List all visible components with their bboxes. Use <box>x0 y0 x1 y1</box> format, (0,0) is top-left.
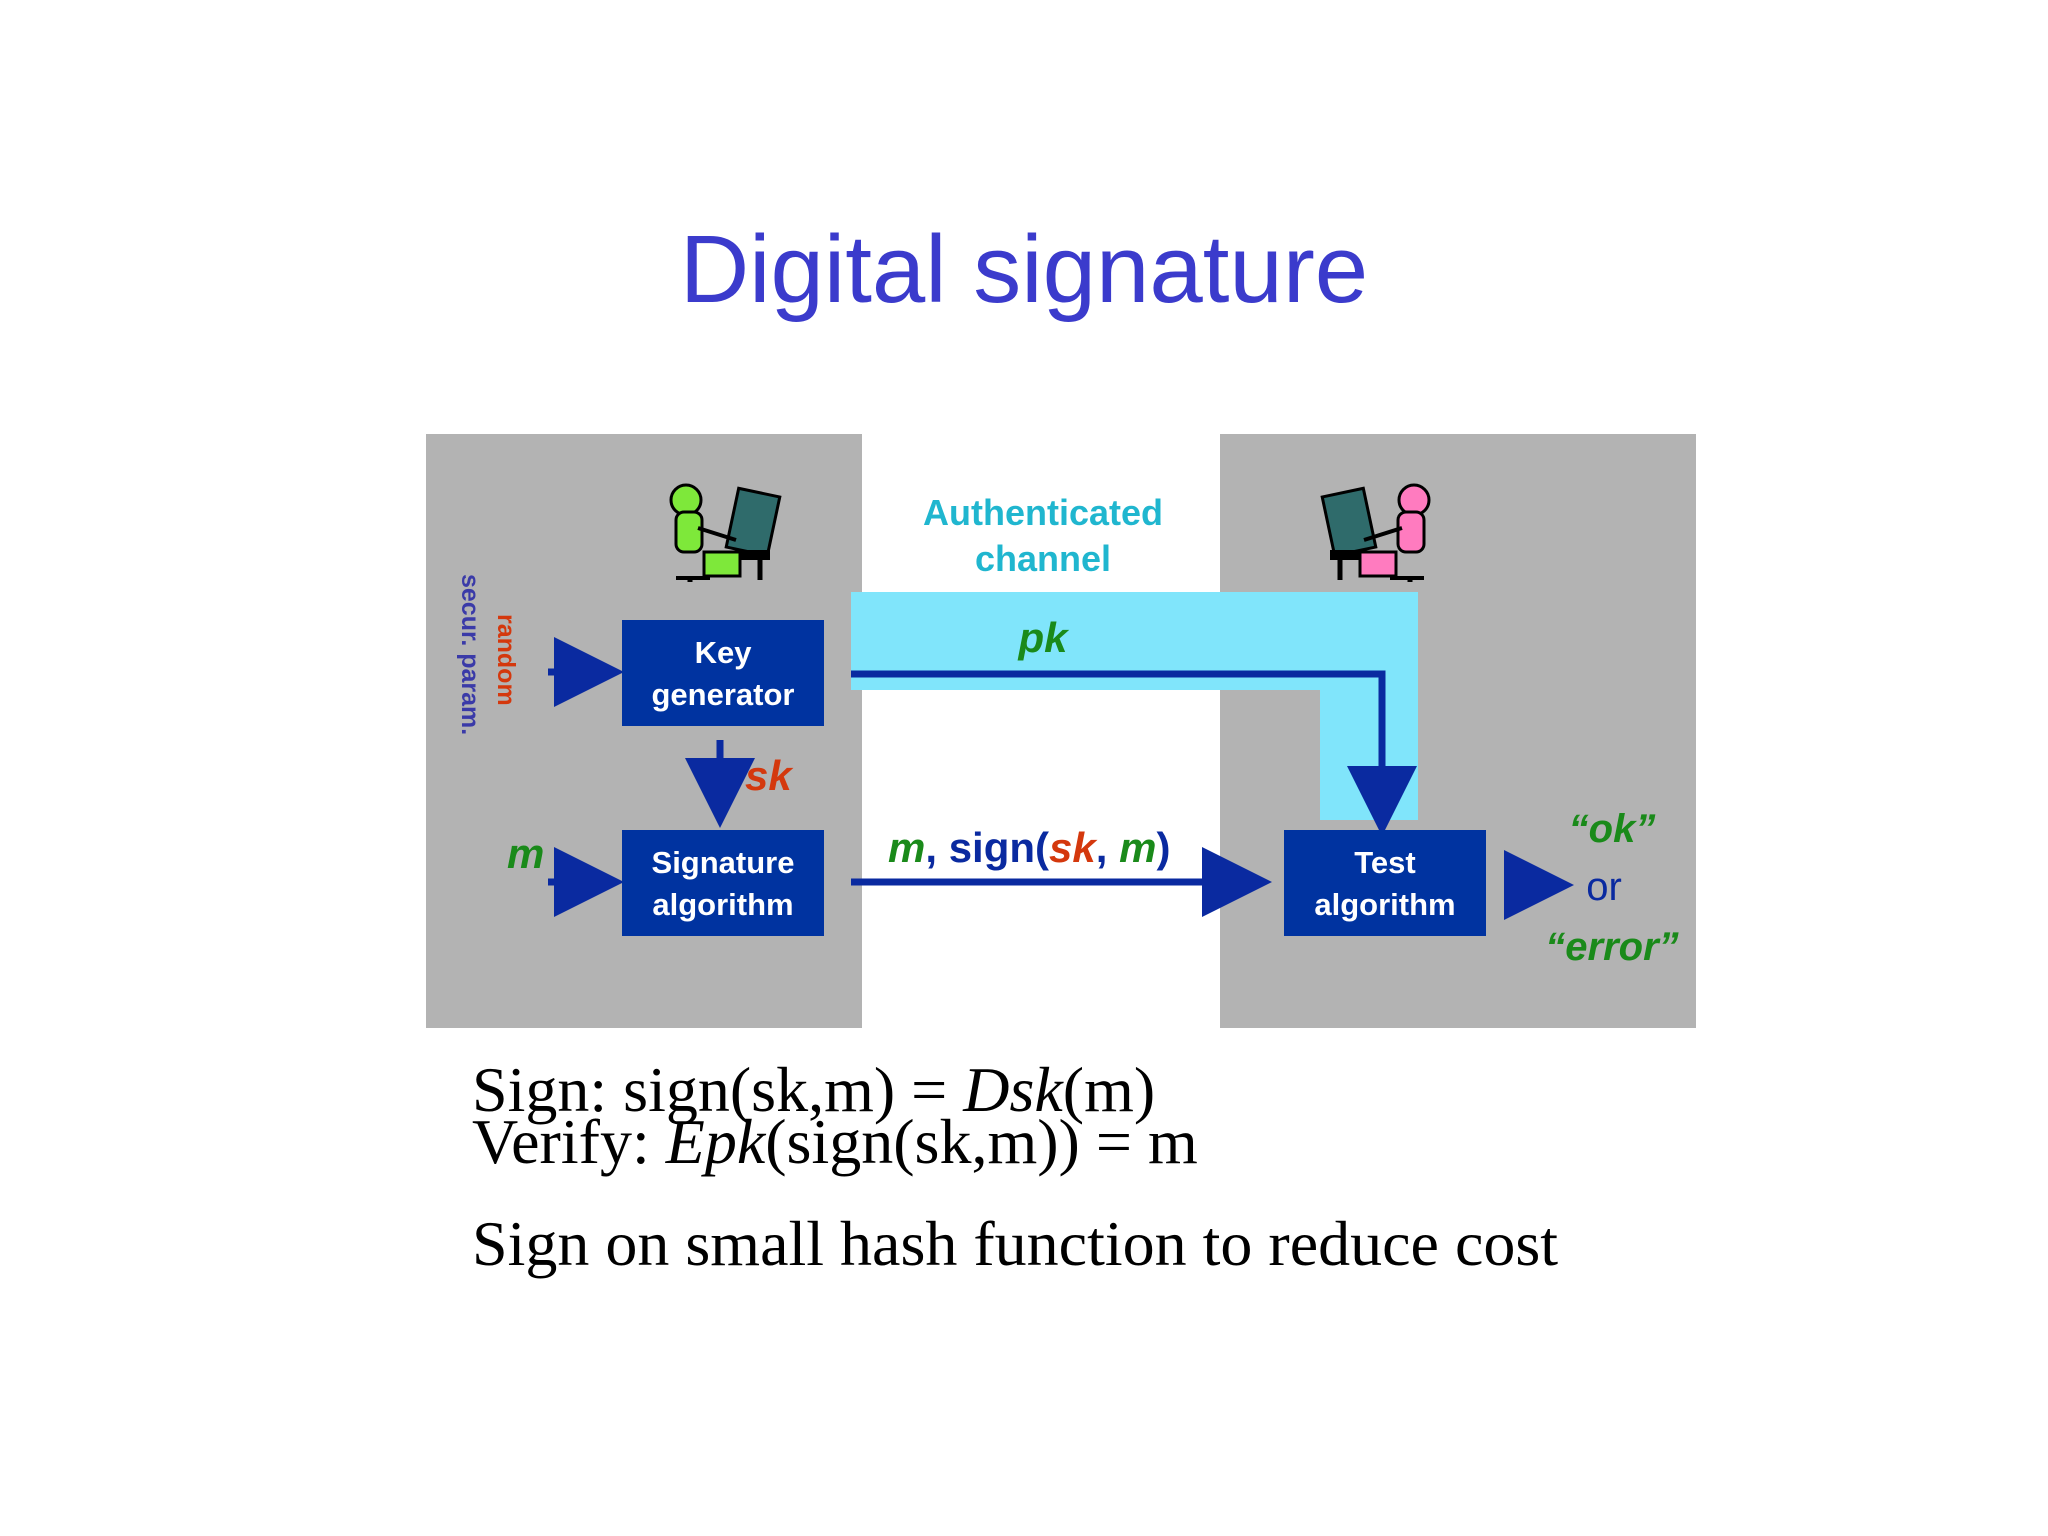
random-label: random <box>492 614 520 706</box>
m-input-label: m <box>507 830 544 877</box>
signature-algorithm-line2: algorithm <box>652 887 793 922</box>
msg-sign-open: , sign( <box>925 824 1049 871</box>
verifier-person-icon <box>1320 483 1431 582</box>
pk-label: pk <box>1017 614 1070 661</box>
signer-panel <box>426 434 862 1028</box>
verify-formula-func: Epk <box>665 1106 766 1177</box>
msg-comma: , <box>1096 824 1119 871</box>
sign-formula-func: Dsk <box>963 1054 1063 1125</box>
key-generator-box <box>622 620 824 726</box>
test-algorithm-line2: algorithm <box>1314 887 1455 922</box>
error-label: “error” <box>1545 925 1678 969</box>
channel-label-line1: Authenticated <box>923 492 1163 533</box>
sign-formula-prefix: Sign: sign(sk,m) = <box>472 1054 964 1125</box>
sign-formula-suffix: (m) <box>1062 1054 1156 1125</box>
channel-label-line2: channel <box>975 538 1111 579</box>
pk-arrow <box>851 670 1417 836</box>
msg-m2: m <box>1119 824 1156 871</box>
slide-title: Digital signature <box>679 216 1369 323</box>
verify-formula-prefix: Verify: <box>472 1106 666 1177</box>
verify-formula: Verify: Epk(sign(sk,m)) = m <box>472 1110 1198 1174</box>
authenticated-channel <box>851 592 1418 820</box>
ok-label: “ok” <box>1569 807 1656 851</box>
message-signature-label: m, sign(sk, m) <box>888 824 1170 871</box>
secur-param-label: secur. param. <box>456 574 484 735</box>
test-algorithm-box <box>1284 830 1486 936</box>
verify-formula-suffix: (sign(sk,m)) = m <box>765 1106 1198 1177</box>
msg-m1: m <box>888 824 925 871</box>
hash-note: Sign on small hash function to reduce co… <box>472 1208 1559 1279</box>
msg-close: ) <box>1156 824 1170 871</box>
sk-label: sk <box>745 752 794 799</box>
sign-formula: Sign: sign(sk,m) = Dsk(m) <box>472 1058 1155 1122</box>
signer-person-icon <box>669 483 782 582</box>
msg-sk: sk <box>1049 824 1098 871</box>
test-algorithm-line1: Test <box>1354 845 1415 880</box>
key-generator-line1: Key <box>695 635 753 670</box>
or-label: or <box>1586 865 1622 909</box>
signature-algorithm-line1: Signature <box>652 845 795 880</box>
key-generator-line2: generator <box>652 677 795 712</box>
signature-algorithm-box <box>622 830 824 936</box>
